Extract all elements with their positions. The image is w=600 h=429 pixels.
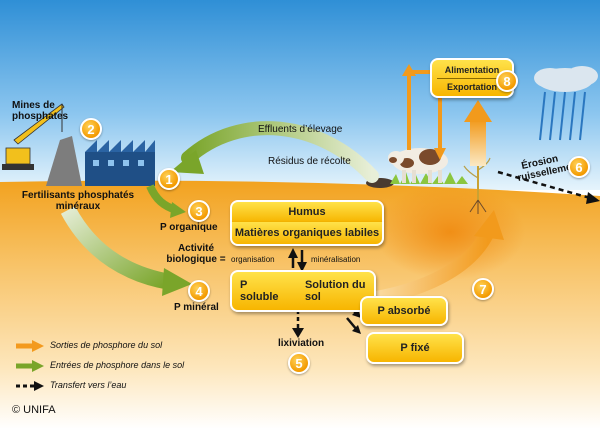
soil-solution-box: P soluble Solution du sol <box>230 270 376 312</box>
effluent-arc-head <box>170 150 204 174</box>
badge-8: 8 <box>496 70 518 92</box>
exportation-label: Exportation <box>446 81 497 92</box>
p-fixed-box: P fixé <box>366 332 464 364</box>
erosion-arrow <box>497 170 591 200</box>
badge-3: 3 <box>188 200 210 222</box>
factory <box>85 140 155 186</box>
leaching-label: lixiviation <box>278 338 325 349</box>
phosphate-heap <box>46 136 82 186</box>
p-absorbed-box: P absorbé <box>360 296 448 326</box>
legend-arrows <box>16 340 44 391</box>
cow <box>388 148 448 183</box>
mineralisation-label: minéralisation <box>311 255 361 264</box>
organisation-label: organisation <box>231 255 275 264</box>
solution-label: Solution du sol <box>304 279 366 303</box>
fertilisers-label: Fertilisants phosphatés minéraux <box>21 190 135 212</box>
badge-1: 1 <box>158 168 180 190</box>
copyright-label: © UNIFA <box>12 404 56 416</box>
badge-7: 7 <box>472 278 494 300</box>
humus-box: Humus <box>230 200 384 222</box>
p-absorbed-label: P absorbé <box>377 305 431 317</box>
fertiliser-mineral-arrow <box>60 206 172 290</box>
organic-matter-label: Matières organiques labiles <box>234 227 380 239</box>
badge-5: 5 <box>288 352 310 374</box>
badge-6: 6 <box>568 156 590 178</box>
legend-outputs: Sorties de phosphore du sol <box>50 340 163 350</box>
p-organic-label: P organique <box>160 222 218 233</box>
crane <box>2 103 65 170</box>
grass <box>390 172 468 184</box>
effluent-arc <box>181 121 379 183</box>
soil-hotspot <box>375 184 525 280</box>
badge-2: 2 <box>80 118 102 140</box>
badge-4: 4 <box>188 280 210 302</box>
effluents-label: Effluents d’élevage <box>258 124 343 135</box>
p-fixed-label: P fixé <box>400 342 430 354</box>
legend-water: Transfert vers l’eau <box>50 380 127 390</box>
organic-matter-box: Matières organiques labiles <box>230 222 384 246</box>
biological-activity-label: Activité biologique = <box>166 243 226 265</box>
rain-cloud <box>534 66 598 141</box>
export-up-arrow <box>470 120 486 166</box>
mines-label: Mines de phosphates <box>12 100 69 122</box>
legend-inputs: Entrées de phosphore dans le sol <box>50 360 185 370</box>
residues-label: Résidus de récolte <box>268 156 351 167</box>
p-mineral-label: P minéral <box>174 302 219 313</box>
p-soluble-label: P soluble <box>240 279 279 303</box>
humus-label: Humus <box>288 206 326 218</box>
alimentation-label: Alimentation <box>444 64 500 75</box>
